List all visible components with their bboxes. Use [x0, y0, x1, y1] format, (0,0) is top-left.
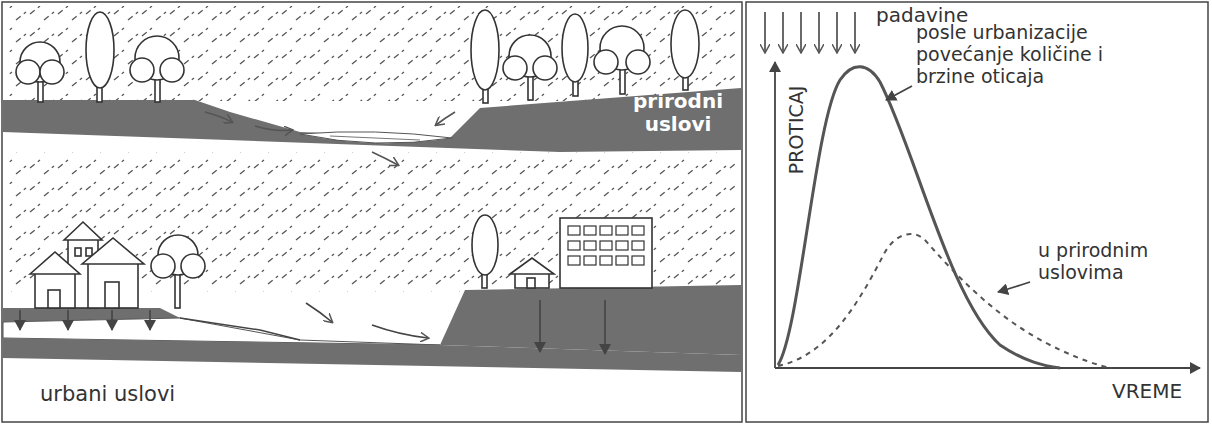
panel-frame	[2, 2, 742, 422]
ground	[3, 88, 741, 152]
curve-label: posle urbanizacije povećanje količine i …	[916, 22, 1146, 88]
hydrograph	[765, 12, 1200, 368]
buildings	[30, 215, 652, 308]
region-label: prirodni uslovi	[628, 90, 728, 136]
axis-label: VREME	[1112, 380, 1202, 403]
ground	[440, 285, 741, 355]
rain	[8, 6, 736, 101]
panel-frame	[746, 2, 1208, 422]
axis-label: PROTICAJ	[786, 86, 808, 175]
curve-label: u prirodnim uslovima	[1038, 240, 1178, 284]
trees	[16, 10, 699, 103]
region-label: urbani uslovi	[40, 382, 260, 406]
stream	[300, 132, 452, 143]
